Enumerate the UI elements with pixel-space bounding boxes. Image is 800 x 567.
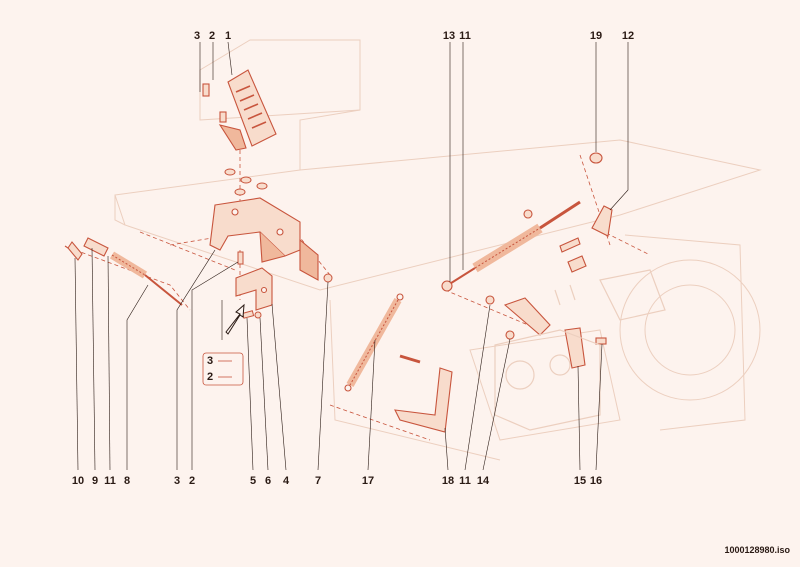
callout-6-bottom: 6 xyxy=(264,475,272,487)
callout-2-top: 2 xyxy=(208,30,216,42)
callout-15-bottom: 15 xyxy=(573,475,587,487)
callout-12-top: 12 xyxy=(621,30,635,42)
pump-linkage xyxy=(503,297,607,369)
tension-spring xyxy=(344,293,404,392)
background-machine-frame xyxy=(114,39,762,461)
callout-19-top: 19 xyxy=(589,30,603,42)
callout-1-top: 1 xyxy=(224,30,232,42)
callout-16-bottom: 16 xyxy=(589,475,603,487)
callout-3-bottom: 3 xyxy=(173,475,181,487)
inset-box xyxy=(202,352,244,386)
callout-5-bottom: 5 xyxy=(249,475,257,487)
callout-3-top: 3 xyxy=(193,30,201,42)
callout-9-bottom: 9 xyxy=(91,475,99,487)
throttle-lever xyxy=(394,354,453,433)
throttle-cable-left xyxy=(64,237,183,306)
small-mounting-bracket xyxy=(235,267,273,311)
throttle-cable-right xyxy=(441,200,581,292)
callout-18-bottom: 18 xyxy=(441,475,455,487)
right-hardware xyxy=(485,152,613,340)
callout-11-bottom-left: 11 xyxy=(104,475,116,487)
pedal-support-bracket xyxy=(209,197,319,281)
callout-13-top: 13 xyxy=(442,30,456,42)
callout-11-bottom-right: 11 xyxy=(459,475,471,487)
screws xyxy=(237,251,333,319)
callout-10-bottom: 10 xyxy=(71,475,85,487)
callout-8-bottom: 8 xyxy=(123,475,131,487)
leader-lines xyxy=(74,41,629,471)
callout-7-bottom: 7 xyxy=(314,475,322,487)
direction-arrow xyxy=(225,303,245,335)
callout-4-bottom: 4 xyxy=(282,475,290,487)
callout-3-inset: 3 xyxy=(206,355,214,367)
callout-2-bottom: 2 xyxy=(188,475,196,487)
pedal-fasteners xyxy=(224,168,268,196)
callout-14-bottom: 14 xyxy=(476,475,490,487)
callout-17-bottom: 17 xyxy=(361,475,375,487)
accelerator-pedal xyxy=(202,69,277,151)
assembly-dashed-lines xyxy=(74,150,651,441)
callout-2-inset: 2 xyxy=(206,371,214,383)
callout-11-top: 11 xyxy=(459,30,471,42)
document-id: 1000128980.iso xyxy=(724,545,790,555)
injection-pump-ghost xyxy=(494,269,666,431)
